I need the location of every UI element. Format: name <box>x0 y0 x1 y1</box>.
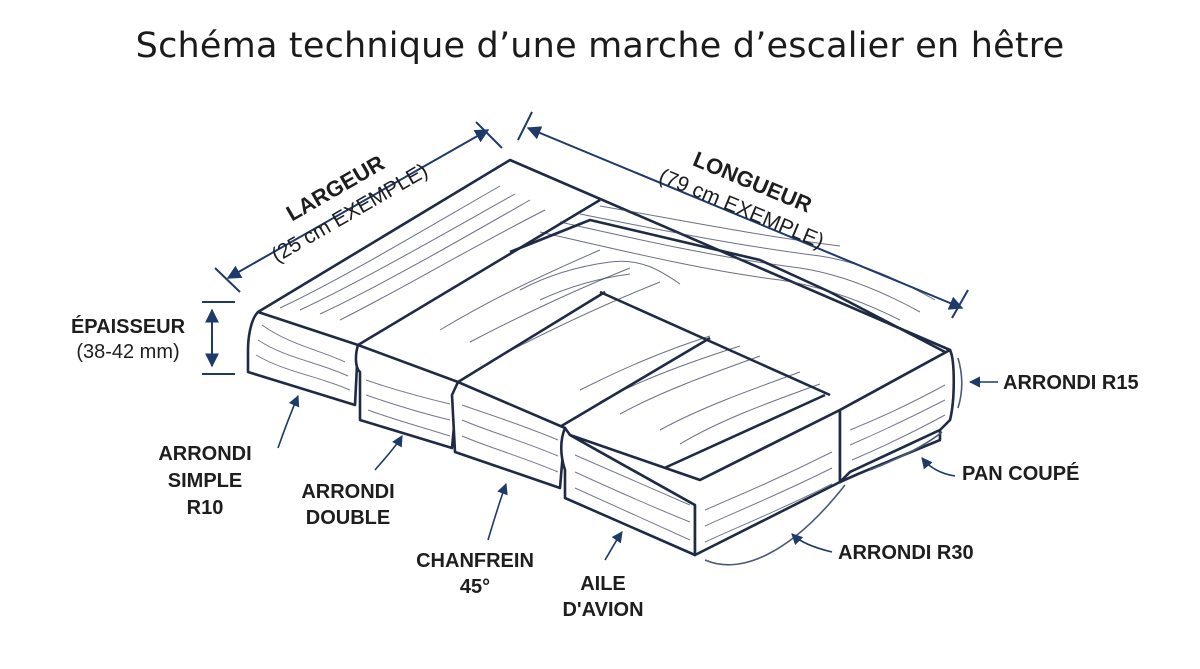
front-face-double <box>354 343 460 450</box>
diagram-title: Schéma technique d’une marche d’escalier… <box>135 26 1065 66</box>
aile-avion-line2: D'AVION <box>562 599 643 621</box>
arrondi-r30-label: ARRONDI R30 <box>838 542 974 564</box>
thickness-label: ÉPAISSEUR <box>71 315 186 338</box>
front-face-chamfer <box>450 380 567 490</box>
arrondi-r15-label: ARRONDI R15 <box>1003 372 1139 394</box>
callout-arrondi-r15: ARRONDI R15 <box>957 357 1139 409</box>
pan-coupe-step <box>838 428 942 484</box>
thickness-value: (38-42 mm) <box>76 341 179 363</box>
front-face-r10 <box>246 310 360 407</box>
chanfrein-line1: CHANFREIN <box>416 550 534 572</box>
callout-arrondi-double: ARRONDI DOUBLE <box>301 435 403 529</box>
callout-arrondi-r30: ARRONDI R30 <box>704 484 974 566</box>
aile-avion-line1: AILE <box>580 573 626 595</box>
pan-coupe-label: PAN COUPÉ <box>962 462 1079 485</box>
arrondi-simple-line1: ARRONDI <box>158 443 251 465</box>
arrondi-simple-line3: R10 <box>187 497 224 519</box>
arrondi-double-line2: DOUBLE <box>306 507 390 529</box>
callout-aile-avion: AILE D'AVION <box>562 531 644 621</box>
chanfrein-line2: 45° <box>460 576 490 598</box>
arrondi-simple-line2: SIMPLE <box>168 470 242 492</box>
end-grain <box>255 324 946 543</box>
thickness-dimension: ÉPAISSEUR (38-42 mm) <box>71 301 235 375</box>
callout-arrondi-simple: ARRONDI SIMPLE R10 <box>158 394 300 519</box>
arrondi-double-line1: ARRONDI <box>301 481 394 503</box>
callout-pan-coupe: PAN COUPÉ <box>869 431 1079 485</box>
callout-chanfrein: CHANFREIN 45° <box>416 482 534 598</box>
